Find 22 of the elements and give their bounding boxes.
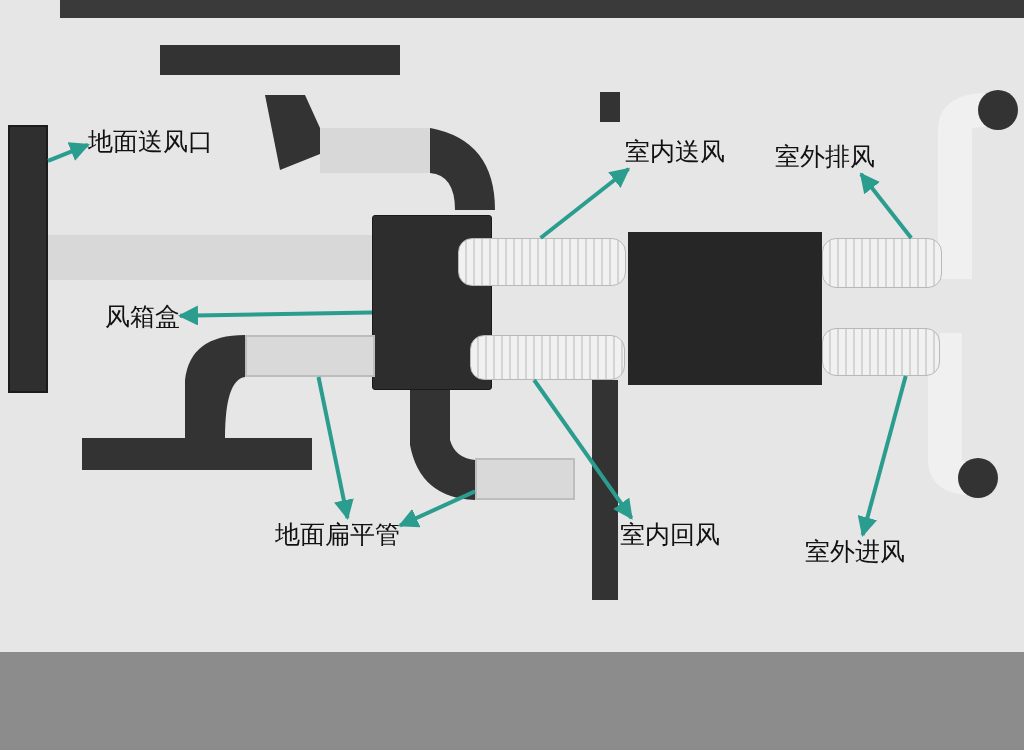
- callout-label: 地面扁平管: [275, 518, 400, 552]
- arrow: [178, 305, 373, 326]
- callout-label: 室外进风: [805, 535, 905, 569]
- arrow: [47, 142, 90, 163]
- flat-duct: [245, 335, 375, 377]
- arrow: [532, 378, 634, 520]
- arrow: [857, 375, 908, 537]
- floor-vent: [8, 125, 48, 393]
- arrow: [539, 167, 631, 240]
- arrow: [316, 376, 354, 520]
- arrow: [859, 172, 913, 240]
- return-pipe: [470, 335, 625, 380]
- flat-duct: [475, 458, 575, 500]
- flexible-hose: [458, 238, 626, 286]
- callout-label: 室内送风: [625, 135, 725, 169]
- callout-label: 风箱盒: [105, 300, 180, 334]
- callout-label: 室外排风: [775, 140, 875, 174]
- exhaust-pipe: [822, 238, 942, 288]
- arrow: [398, 489, 476, 528]
- callout-label: 地面送风口: [88, 125, 213, 159]
- callout-label: 室内回风: [620, 518, 720, 552]
- intake-pipe: [822, 328, 940, 376]
